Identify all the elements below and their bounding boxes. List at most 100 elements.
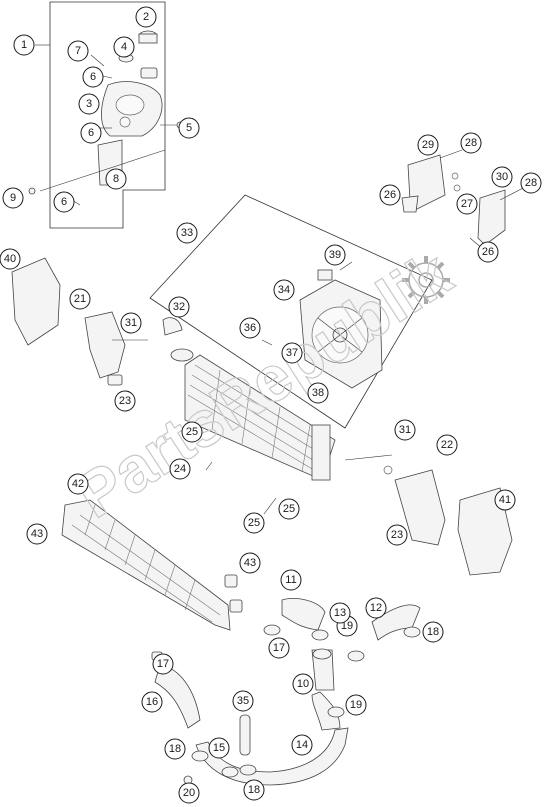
callout-number: 18	[248, 784, 260, 796]
callout-number: 26	[482, 246, 494, 258]
callout-circle	[268, 637, 290, 659]
callout-16: 16	[141, 691, 163, 713]
callout-33: 33	[176, 222, 198, 244]
callout-circle	[69, 288, 91, 310]
callout-number: 8	[113, 173, 119, 185]
callout-number: 5	[186, 122, 192, 134]
callout-18: 18	[422, 621, 444, 643]
callout-4: 4	[113, 36, 135, 58]
callout-number: 3	[86, 98, 92, 110]
callout-circle	[152, 653, 174, 675]
callout-circle	[13, 34, 35, 56]
callout-20: 20	[178, 782, 200, 804]
callout-circle	[394, 419, 416, 441]
callout-circle	[345, 694, 367, 716]
callout-circle	[456, 193, 478, 215]
callout-number: 24	[174, 463, 186, 475]
callout-circle	[291, 734, 313, 756]
callout-circle	[278, 498, 300, 520]
callout-circle	[67, 40, 89, 62]
callout-15: 15	[208, 737, 230, 759]
callout-circle	[114, 390, 136, 412]
callout-number: 17	[157, 658, 169, 670]
callout-32: 32	[168, 296, 190, 318]
callout-6: 6	[80, 122, 102, 144]
callout-circle	[168, 296, 190, 318]
callout-25: 25	[181, 421, 203, 443]
callout-number: 42	[72, 478, 84, 490]
callout-circle	[239, 317, 261, 339]
callout-38: 38	[307, 382, 329, 404]
callout-39: 39	[324, 244, 346, 266]
callout-circle	[243, 512, 265, 534]
radiator-group-frame	[149, 194, 433, 429]
callout-circle	[417, 134, 439, 156]
callout-19: 19	[345, 694, 367, 716]
callout-number: 35	[237, 695, 249, 707]
callout-circle	[281, 342, 303, 364]
water-pump-parts	[28, 30, 184, 206]
callout-29: 29	[417, 134, 439, 156]
callout-number: 21	[74, 293, 86, 305]
callout-24: 24	[169, 458, 191, 480]
callout-circle	[329, 602, 351, 624]
callout-circle	[181, 421, 203, 443]
callout-11: 11	[280, 569, 302, 591]
callout-5: 5	[178, 117, 200, 139]
callout-13: 13	[329, 602, 351, 624]
callout-14: 14	[291, 734, 313, 756]
callout-number: 6	[90, 71, 96, 83]
callout-number: 1	[21, 39, 27, 51]
callout-2: 2	[135, 6, 157, 28]
callout-circle	[436, 434, 458, 456]
callout-circle	[141, 691, 163, 713]
callout-circle	[239, 552, 261, 574]
callout-circle	[78, 93, 100, 115]
callout-number: 12	[370, 602, 382, 614]
callout-number: 6	[61, 196, 67, 208]
callout-1: 1	[13, 34, 35, 56]
callout-circle	[324, 244, 346, 266]
callout-number: 22	[441, 439, 453, 451]
callout-17: 17	[268, 637, 290, 659]
callout-number: 7	[75, 45, 81, 57]
callout-40: 40	[0, 248, 21, 270]
callout-number: 15	[213, 742, 225, 754]
callout-21: 21	[69, 288, 91, 310]
callout-circle	[273, 279, 295, 301]
callout-number: 20	[183, 787, 195, 799]
callout-number: 28	[525, 177, 537, 189]
callout-circle	[494, 489, 516, 511]
callout-circle	[365, 597, 387, 619]
callout-number: 18	[169, 743, 181, 755]
radiator-grille	[61, 499, 243, 631]
callout-number: 43	[244, 557, 256, 569]
callout-number: 38	[312, 387, 324, 399]
callout-22: 22	[436, 434, 458, 456]
callout-circle	[243, 779, 265, 801]
callout-43: 43	[26, 523, 48, 545]
callout-circle	[0, 248, 21, 270]
callout-6: 6	[82, 66, 104, 88]
callout-7: 7	[67, 40, 89, 62]
callout-circle	[176, 222, 198, 244]
callout-circle	[113, 36, 135, 58]
callout-circle	[379, 184, 401, 206]
callout-12: 12	[365, 597, 387, 619]
callout-number: 43	[31, 528, 43, 540]
hose-parts	[151, 598, 421, 786]
callout-28: 28	[520, 172, 542, 194]
callout-circle	[292, 673, 314, 695]
callout-number: 28	[465, 137, 477, 149]
callout-circle	[280, 569, 302, 591]
callout-circle	[232, 690, 254, 712]
callout-number: 40	[4, 253, 16, 265]
callout-circle	[491, 166, 513, 188]
callout-number: 4	[121, 41, 127, 53]
callout-23: 23	[386, 524, 408, 546]
callout-circle	[164, 738, 186, 760]
group-frames	[35, 1, 433, 429]
callout-18: 18	[243, 779, 265, 801]
callout-circle	[135, 6, 157, 28]
callout-number: 29	[422, 139, 434, 151]
